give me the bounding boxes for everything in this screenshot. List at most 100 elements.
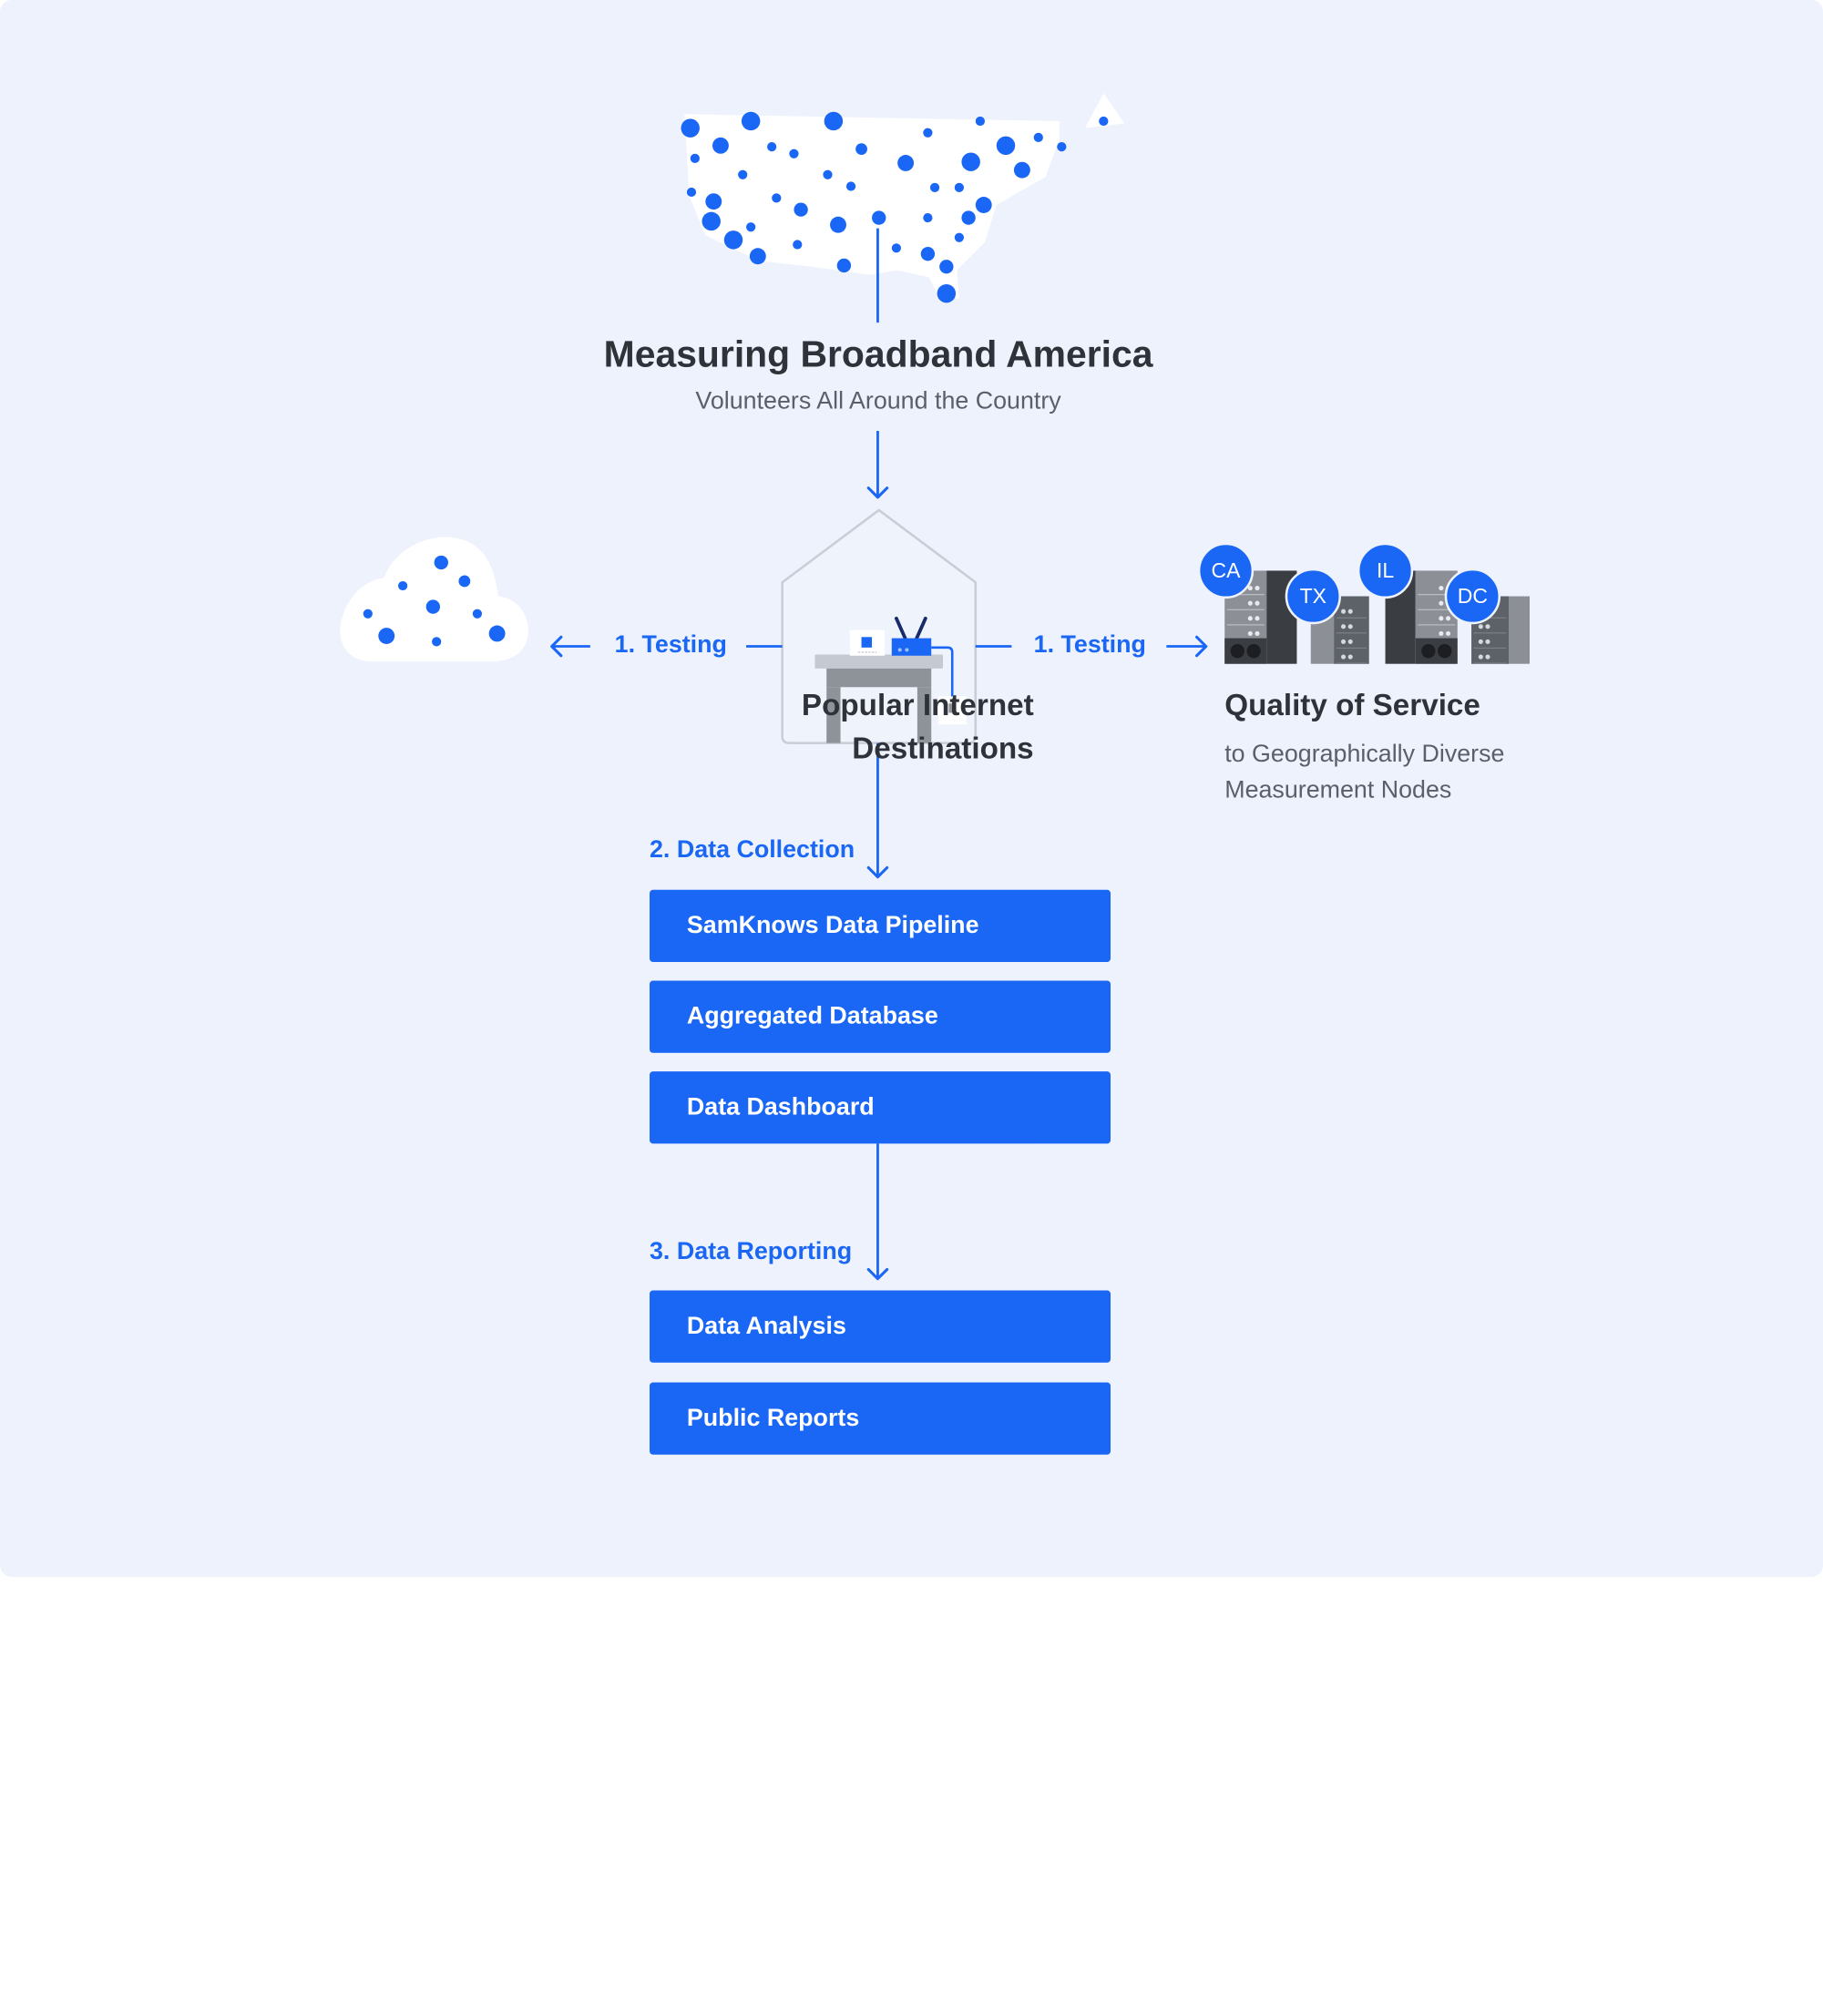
- server-slot: [1473, 647, 1507, 650]
- destination-dot: [398, 580, 408, 591]
- volunteer-dot: [920, 247, 936, 261]
- volunteer-dot: [824, 111, 844, 131]
- right-desc-line1: to Geographically Diverse: [1224, 741, 1505, 768]
- server-led: [1438, 643, 1452, 659]
- volunteer-dots: [681, 111, 1109, 303]
- public-reports-box: Public Reports: [650, 1382, 1111, 1455]
- volunteer-dot: [975, 197, 992, 213]
- volunteer-dot: [845, 181, 856, 191]
- server-slot: [1226, 594, 1265, 596]
- server-led: [1255, 600, 1260, 606]
- volunteer-dot: [891, 243, 901, 253]
- server-slot: [1336, 632, 1367, 634]
- server-led: [1439, 616, 1444, 621]
- server-led: [1485, 639, 1490, 644]
- server-led: [1347, 639, 1353, 644]
- node-badge-ca: CA: [1197, 542, 1255, 599]
- server-led: [1341, 609, 1347, 614]
- samknows-pipeline-box: SamKnows Data Pipeline: [650, 889, 1111, 962]
- right-heading: Quality of Service: [1224, 687, 1480, 722]
- volunteer-dot: [855, 143, 867, 156]
- server-led: [1255, 616, 1260, 621]
- volunteer-dot: [961, 210, 976, 225]
- volunteer-dot: [749, 248, 766, 265]
- volunteer-dot: [923, 128, 933, 138]
- destination-dot: [425, 599, 440, 614]
- server-slot: [1418, 609, 1456, 610]
- server-led: [1341, 639, 1347, 644]
- volunteer-dot: [823, 169, 833, 179]
- volunteer-dot: [793, 240, 803, 250]
- volunteer-dot: [767, 141, 777, 152]
- volunteer-dot: [690, 153, 700, 163]
- volunteer-dot: [937, 283, 957, 303]
- server-led: [1485, 624, 1490, 629]
- volunteer-dot: [741, 111, 761, 131]
- volunteer-dot: [686, 187, 697, 198]
- destination-dot: [378, 628, 395, 644]
- server-led: [1421, 643, 1436, 659]
- server-led: [1255, 630, 1260, 637]
- node-badge-dc: DC: [1444, 568, 1501, 625]
- volunteer-dot: [954, 182, 964, 192]
- aggregated-database-box: Aggregated Database: [650, 980, 1111, 1053]
- reporting-step-label: 3. Data Reporting: [650, 1237, 853, 1265]
- volunteer-dot: [1099, 116, 1109, 127]
- server-led: [1347, 624, 1353, 629]
- volunteer-dot: [702, 211, 721, 231]
- page-subtitle: Volunteers All Around the Country: [695, 387, 1061, 415]
- volunteer-dot: [975, 116, 985, 127]
- cloud-icon: [340, 537, 528, 662]
- volunteer-dot: [1057, 141, 1067, 152]
- server-led: [1230, 643, 1244, 659]
- server-led: [1439, 630, 1444, 637]
- server-led: [1247, 616, 1253, 621]
- server-led: [1439, 586, 1444, 591]
- destination-dot: [458, 575, 471, 588]
- volunteer-dot: [872, 210, 886, 225]
- destination-dot: [363, 609, 373, 619]
- data-dashboard-box: Data Dashboard: [650, 1071, 1111, 1144]
- destination-dot: [488, 625, 506, 642]
- volunteer-dot: [961, 152, 980, 171]
- left-heading-line1: Popular Internet: [801, 687, 1034, 722]
- destination-dot: [472, 609, 482, 619]
- volunteer-dot: [954, 232, 964, 242]
- server-led: [1341, 654, 1347, 660]
- server-led: [1255, 586, 1260, 591]
- volunteer-dot: [1033, 132, 1043, 142]
- server-led: [1341, 624, 1347, 629]
- wall-outlet-icon: [937, 696, 967, 725]
- router-icon: [891, 616, 954, 706]
- right-step-label: 1. Testing: [1033, 630, 1146, 659]
- volunteer-dot: [1013, 161, 1030, 179]
- destination-dot: [434, 555, 448, 570]
- volunteer-dot: [705, 193, 722, 210]
- server-slot: [1473, 632, 1507, 634]
- server-slot: [1418, 624, 1456, 626]
- volunteer-dot: [681, 118, 700, 138]
- server-slot: [1336, 617, 1367, 619]
- data-analysis-box: Data Analysis: [650, 1290, 1111, 1363]
- measurement-box-icon: [849, 629, 886, 656]
- server-slot: [1336, 647, 1367, 650]
- node-badge-tx: TX: [1285, 568, 1341, 625]
- server-led: [1446, 630, 1451, 637]
- server-led: [1347, 609, 1353, 614]
- volunteer-dot: [996, 136, 1016, 156]
- volunteer-dot: [939, 260, 954, 274]
- server-led: [1446, 616, 1451, 621]
- server-led: [1247, 630, 1253, 637]
- volunteer-dot: [929, 182, 940, 192]
- volunteer-dot: [772, 193, 782, 203]
- volunteer-dot: [923, 212, 933, 223]
- server-led: [1247, 586, 1253, 591]
- server-led: [1478, 639, 1483, 644]
- server-led: [1247, 600, 1253, 606]
- volunteer-dot: [789, 148, 799, 159]
- server-led: [1439, 600, 1444, 606]
- left-step-label: 1. Testing: [614, 630, 727, 659]
- volunteer-dot: [897, 155, 915, 171]
- page-title: Measuring Broadband America: [603, 333, 1153, 375]
- volunteer-dot: [723, 230, 743, 250]
